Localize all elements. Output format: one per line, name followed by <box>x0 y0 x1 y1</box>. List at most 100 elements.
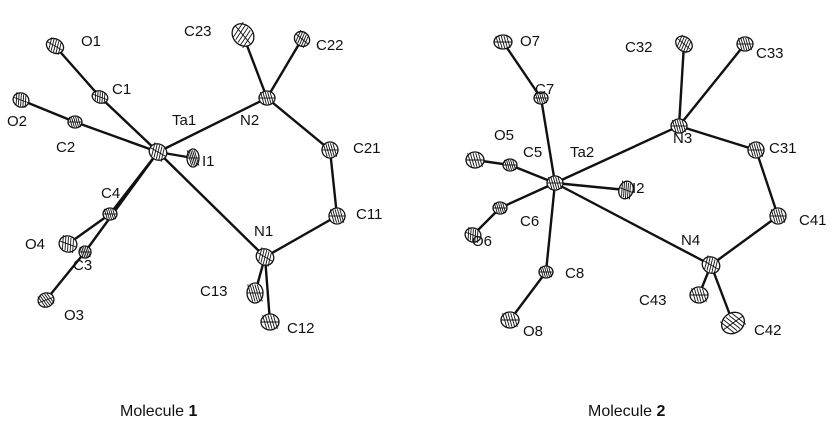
labels-layer: Ta1 I1 O1 O2 O3 O4 C1 C2 C3 C4 N1 N2 C11… <box>7 23 827 420</box>
label-c33: C33 <box>756 45 784 62</box>
atom-c42 <box>719 311 747 335</box>
bond-ta2-c8 <box>544 181 557 274</box>
bond-ta1-n2 <box>156 96 269 154</box>
bond-c2-o2 <box>19 98 77 124</box>
label-c8: C8 <box>565 265 584 282</box>
bond-n2-c22 <box>265 37 304 100</box>
label-c12: C12 <box>287 320 315 337</box>
atom-ta2 <box>546 175 564 191</box>
bond-ta2-c6 <box>498 181 557 210</box>
label-c2: C2 <box>56 139 75 156</box>
label-c42: C42 <box>754 322 782 339</box>
bond-c31-c41 <box>754 148 780 218</box>
atom-o5 <box>465 151 485 169</box>
atom-c2 <box>67 115 83 129</box>
atom-c6 <box>492 201 508 215</box>
label-c11: C11 <box>356 206 382 223</box>
label-n1: N1 <box>254 223 273 240</box>
atom-c12 <box>260 313 280 331</box>
atom-n1 <box>255 247 275 267</box>
label-c22: C22 <box>316 37 344 54</box>
bond-c21-c11 <box>328 148 339 218</box>
atoms-layer <box>12 21 787 335</box>
atom-n2 <box>258 90 276 106</box>
label-o3: O3 <box>64 307 84 324</box>
bond-n3-c33 <box>677 42 747 128</box>
label-c13: C13 <box>200 283 228 300</box>
label-c43: C43 <box>639 292 667 309</box>
bond-c8-o8 <box>508 270 548 322</box>
bond-ta1-c4 <box>108 150 160 216</box>
atom-c22 <box>293 30 311 48</box>
bond-n3-c31 <box>677 124 758 152</box>
label-o5: O5 <box>494 127 514 144</box>
label-c7: C7 <box>535 81 554 98</box>
bond-ta2-n3 <box>553 124 681 185</box>
label-c41: C41 <box>799 212 827 229</box>
atom-c7 <box>533 91 549 105</box>
bond-ta1-n1 <box>156 150 267 259</box>
bond-c41-n4 <box>709 214 780 267</box>
label-i2: I2 <box>632 180 645 197</box>
label-o8: O8 <box>523 323 543 340</box>
label-c21: C21 <box>353 140 381 157</box>
atom-ta1 <box>148 142 168 162</box>
atom-o4 <box>58 235 78 253</box>
label-o2: O2 <box>7 113 27 130</box>
label-c31: C31 <box>769 140 797 157</box>
bond-ta2-c7 <box>539 96 557 185</box>
atom-o1 <box>45 37 65 55</box>
bond-ta1-c1 <box>98 95 160 154</box>
atom-c1 <box>91 90 109 104</box>
atom-c32 <box>675 34 693 54</box>
label-c5: C5 <box>523 144 542 161</box>
atom-c3 <box>78 245 92 259</box>
atom-c5 <box>502 158 518 172</box>
atom-c33 <box>736 36 754 52</box>
atom-c41 <box>769 207 787 225</box>
label-c4: C4 <box>101 185 120 202</box>
label-c1: C1 <box>112 81 131 98</box>
label-c6: C6 <box>520 213 539 230</box>
label-o4: O4 <box>25 236 45 253</box>
atom-c11 <box>328 207 346 225</box>
atom-c8 <box>538 265 554 279</box>
bond-ta1-c2 <box>73 120 160 154</box>
label-o7: O7 <box>520 33 540 50</box>
label-o6: O6 <box>472 233 492 250</box>
atom-c43 <box>689 286 709 304</box>
bond-ta2-i2 <box>553 181 628 192</box>
atom-o7 <box>493 34 513 50</box>
atom-o6 <box>464 227 482 243</box>
atom-c23 <box>231 21 255 49</box>
atom-i1 <box>186 148 200 168</box>
bond-n3-c32 <box>677 42 686 128</box>
bond-ta2-n4 <box>553 181 713 267</box>
bond-c11-n1 <box>263 214 339 259</box>
label-n3: N3 <box>673 130 692 147</box>
label-n4: N4 <box>681 232 700 249</box>
atom-c31 <box>747 141 765 159</box>
label-i1: I1 <box>202 153 215 170</box>
bonds-layer <box>19 33 780 325</box>
bond-c1-o1 <box>53 44 102 99</box>
atom-c21 <box>321 141 339 159</box>
label-c23: C23 <box>184 23 212 40</box>
label-ta2: Ta2 <box>570 144 594 161</box>
atom-c13 <box>246 282 264 304</box>
atom-c4 <box>102 207 118 221</box>
label-c32: C32 <box>625 39 653 56</box>
atom-n4 <box>701 255 721 275</box>
bond-c7-o7 <box>501 40 543 100</box>
caption-molecule-2: Molecule 2 <box>588 403 665 420</box>
atom-n3 <box>670 118 688 134</box>
label-c3: C3 <box>73 257 92 274</box>
bond-c3-o3 <box>44 250 87 302</box>
atom-o2 <box>12 92 30 108</box>
atom-i2 <box>618 180 634 200</box>
caption-molecule-1: Molecule 1 <box>120 403 197 420</box>
atom-o8 <box>500 311 520 329</box>
label-n2: N2 <box>240 112 259 129</box>
bond-n2-c21 <box>265 96 332 152</box>
